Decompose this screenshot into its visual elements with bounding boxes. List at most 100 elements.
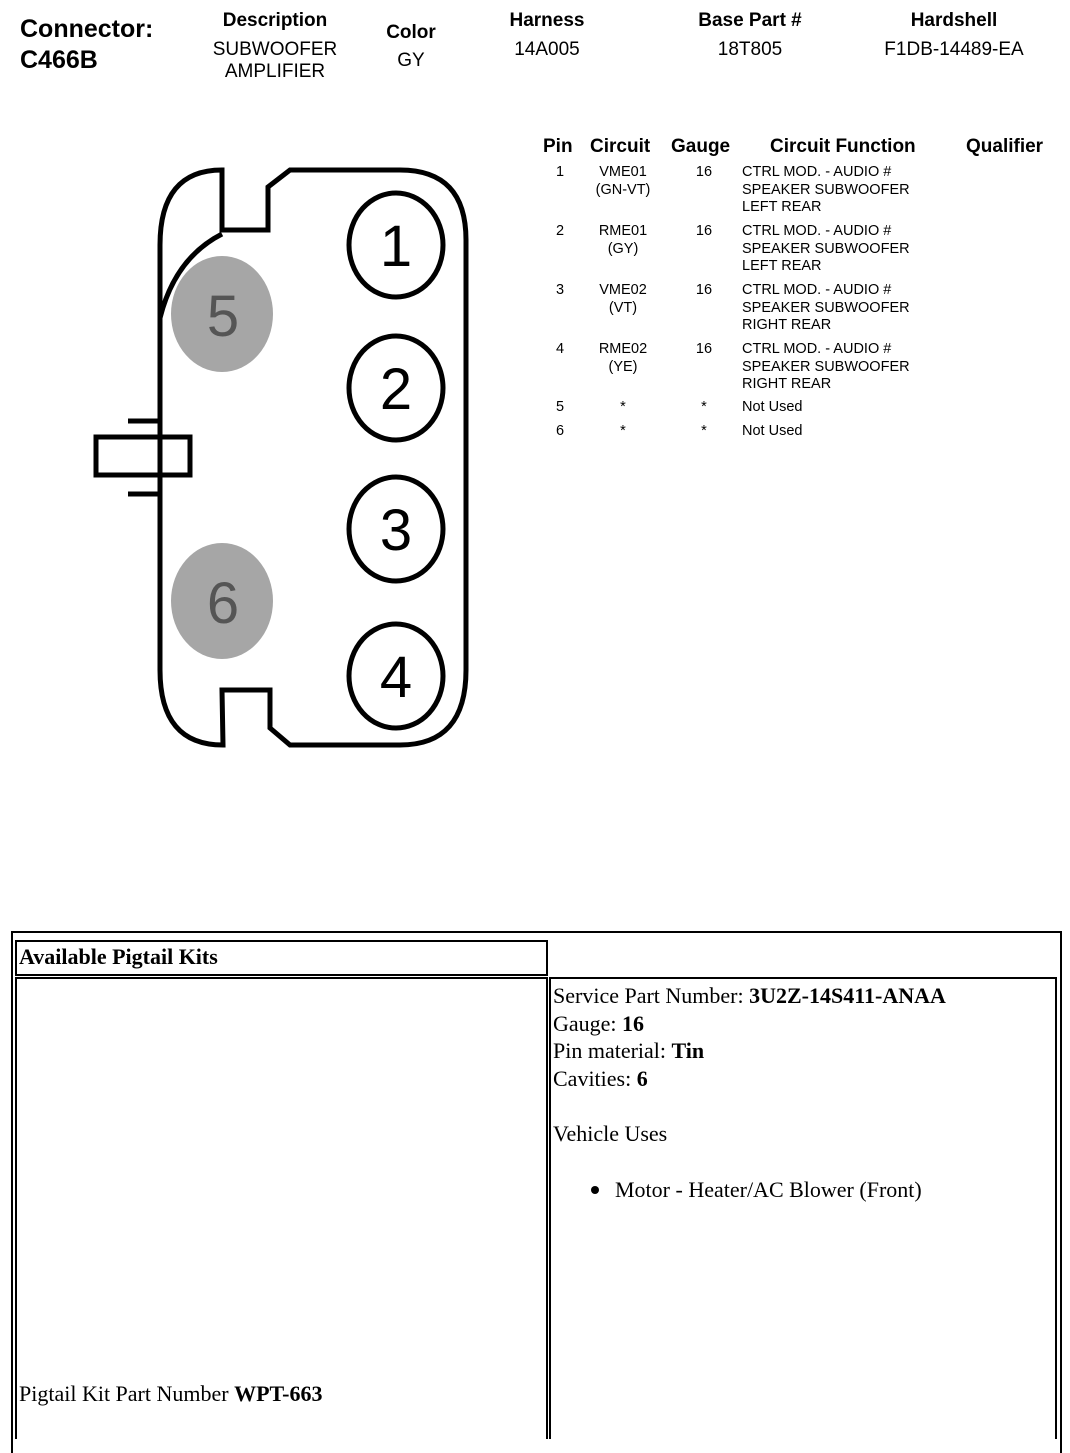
row-pin: 2 xyxy=(555,223,565,239)
pigtail-details: Service Part Number: 3U2Z-14S411-ANAA Ga… xyxy=(553,982,1048,1203)
row-gauge: * xyxy=(701,399,707,415)
row-circuit: RME02 (YE) xyxy=(583,341,663,376)
row-function: Not Used xyxy=(742,399,803,415)
circuit-header: Circuit xyxy=(590,136,651,157)
row-function-line: LEFT REAR xyxy=(742,258,822,274)
row-function: CTRL MOD. - AUDIO # SPEAKER SUBWOOFER RI… xyxy=(742,282,962,335)
row-function: CTRL MOD. - AUDIO # SPEAKER SUBWOOFER LE… xyxy=(742,164,962,217)
cavities-label: Cavities: xyxy=(553,1065,637,1091)
row-function-line: SPEAKER SUBWOOFER xyxy=(742,299,910,316)
row-gauge: 16 xyxy=(695,341,713,357)
kit-part-label: Pigtail Kit Part Number xyxy=(19,1381,235,1406)
service-part-label: Service Part Number: xyxy=(553,983,750,1008)
row-function-line: SPEAKER SUBWOOFER xyxy=(742,358,910,375)
row-function-line: SPEAKER SUBWOOFER xyxy=(742,181,910,198)
connector-id: C466B xyxy=(20,46,98,74)
hardshell-value: F1DB-14489-EA xyxy=(884,39,1024,60)
circuit-function-header: Circuit Function xyxy=(770,136,916,157)
row-gauge: * xyxy=(701,423,707,439)
pin-3-label: 3 xyxy=(380,498,412,563)
kit-gauge-label: Gauge: xyxy=(553,1010,623,1036)
row-circuit-color: (GY) xyxy=(607,240,639,257)
description-line-1: SUBWOOFER xyxy=(212,39,338,60)
description-label: Description xyxy=(222,10,328,31)
row-function-line: CTRL MOD. - AUDIO # xyxy=(742,341,892,357)
pin-2-cavity xyxy=(346,333,446,443)
connector-label: Connector: xyxy=(20,15,154,43)
pigtail-title-box xyxy=(15,940,548,976)
row-pin: 5 xyxy=(555,399,565,415)
pin-1-label: 1 xyxy=(380,214,412,279)
pin-5-cavity xyxy=(171,256,273,372)
row-circuit: RME01 (GY) xyxy=(583,223,663,258)
pigtail-kit-part-number: Pigtail Kit Part Number WPT-663 xyxy=(19,1380,323,1408)
pin-2-label: 2 xyxy=(380,357,412,422)
row-function-line: LEFT REAR xyxy=(742,199,822,215)
pin-1-cavity xyxy=(346,190,446,300)
row-function-line: RIGHT REAR xyxy=(742,317,832,333)
pigtail-kits-title: Available Pigtail Kits xyxy=(19,944,218,969)
row-function-line: CTRL MOD. - AUDIO # xyxy=(742,164,892,180)
pin-header: Pin xyxy=(543,136,573,157)
gauge-header: Gauge xyxy=(671,136,731,157)
service-part-number: Service Part Number: 3U2Z-14S411-ANAA xyxy=(553,982,1048,1010)
pin-4-label: 4 xyxy=(380,645,412,710)
pigtail-details-box xyxy=(549,977,1057,1439)
pin-5-label: 5 xyxy=(207,284,239,349)
row-circuit-id: VME01 xyxy=(599,164,647,180)
row-pin: 4 xyxy=(555,341,565,357)
hardshell-label: Hardshell xyxy=(910,10,998,31)
pigtail-kits-section xyxy=(11,931,1062,1453)
description-line-2: AMPLIFIER xyxy=(224,61,326,82)
connector-housing-outline xyxy=(157,167,469,748)
harness-label: Harness xyxy=(509,10,585,31)
base-part-value: 18T805 xyxy=(717,39,783,60)
vehicle-use-item: Motor - Heater/AC Blower (Front) xyxy=(553,1176,1048,1204)
row-function-line: CTRL MOD. - AUDIO # xyxy=(742,282,892,298)
pin-6-label: 6 xyxy=(207,571,239,636)
pin-material-label: Pin material: xyxy=(553,1038,672,1063)
row-function: CTRL MOD. - AUDIO # SPEAKER SUBWOOFER RI… xyxy=(742,341,962,394)
unused-pin-cavities xyxy=(171,256,273,659)
row-gauge: 16 xyxy=(695,282,713,298)
vehicle-use-text: Motor - Heater/AC Blower (Front) xyxy=(615,1176,922,1202)
connector-title: Connector: C466B xyxy=(20,14,153,76)
kit-gauge: Gauge: 16 xyxy=(553,1010,1048,1038)
bullet-icon xyxy=(591,1185,599,1194)
pin-6-cavity xyxy=(171,543,273,659)
row-function: CTRL MOD. - AUDIO # SPEAKER SUBWOOFER LE… xyxy=(742,223,962,276)
row-circuit-id: VME02 xyxy=(599,282,647,298)
color-label: Color xyxy=(386,22,436,43)
row-function-line: RIGHT REAR xyxy=(742,376,832,392)
row-circuit-color: (GN-VT) xyxy=(595,181,651,198)
pin-material: Pin material: Tin xyxy=(553,1037,1048,1065)
vehicle-uses-label: Vehicle Uses xyxy=(553,1121,668,1146)
housing-inner-arc xyxy=(157,231,224,319)
row-circuit-id: RME01 xyxy=(598,223,648,239)
row-function: Not Used xyxy=(742,423,803,439)
pin-3-cavity xyxy=(346,474,446,584)
connector-face-diagram: 1 2 3 4 5 6 xyxy=(93,167,469,748)
base-part-column: Base Part # 18T805 xyxy=(680,10,820,61)
row-pin: 3 xyxy=(555,282,565,298)
harness-value: 14A005 xyxy=(514,39,580,60)
cavities: Cavities: 6 xyxy=(553,1065,1048,1093)
row-circuit: VME02 (VT) xyxy=(583,282,663,317)
locking-tab-stem xyxy=(128,418,160,497)
locking-tab xyxy=(93,434,193,478)
row-function-line: SPEAKER SUBWOOFER xyxy=(742,240,910,257)
pin-4-cavity xyxy=(346,621,446,731)
harness-column: Harness 14A005 xyxy=(485,10,609,61)
cavities-value: 6 xyxy=(636,1065,648,1091)
pigtail-image-box xyxy=(15,977,548,1439)
row-pin: 1 xyxy=(555,164,565,180)
description-value: SUBWOOFER AMPLIFIER xyxy=(195,39,355,83)
kit-part-value: WPT-663 xyxy=(234,1381,323,1406)
base-part-label: Base Part # xyxy=(698,10,802,31)
kit-gauge-value: 16 xyxy=(622,1010,645,1036)
pin-material-value: Tin xyxy=(671,1038,705,1063)
color-column: Color GY xyxy=(370,22,452,72)
row-pin: 6 xyxy=(555,423,565,439)
color-value: GY xyxy=(397,50,425,71)
row-function-line: CTRL MOD. - AUDIO # xyxy=(742,223,892,239)
